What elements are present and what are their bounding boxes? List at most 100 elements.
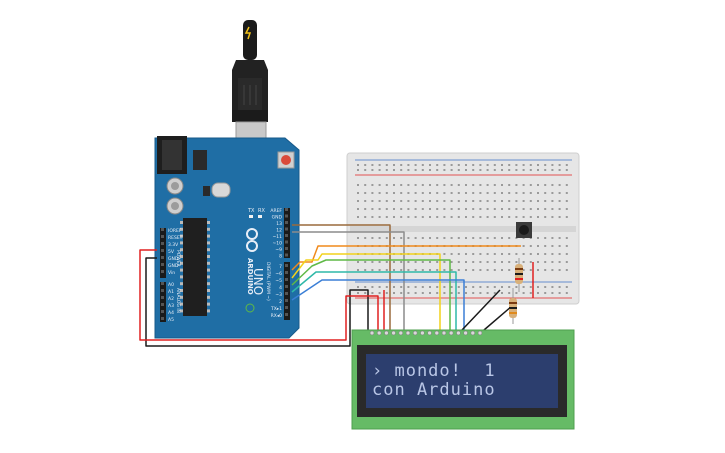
analog-label-1: A1 bbox=[168, 289, 174, 295]
digital-bottom-label-1: ~6 bbox=[275, 271, 282, 277]
power-label-5: GND bbox=[168, 263, 179, 269]
power-pin-2[interactable] bbox=[161, 242, 164, 245]
breadboard[interactable] bbox=[346, 152, 580, 305]
digital-bottom-label-6: TX▸1 bbox=[270, 306, 282, 312]
reset-button-cap[interactable] bbox=[281, 155, 291, 165]
rx-led bbox=[258, 215, 262, 218]
analog-label-3: A3 bbox=[168, 303, 174, 309]
breadboard-holes bbox=[357, 164, 568, 294]
digital-top-pin-0[interactable] bbox=[285, 208, 288, 211]
digital-top-label-7: 8 bbox=[279, 254, 282, 260]
arduino-model-label: UNO bbox=[251, 268, 265, 295]
digital-bottom-label-4: ~3 bbox=[275, 292, 282, 298]
digital-top-pin-7[interactable] bbox=[285, 253, 288, 257]
digital-bottom-pin-2[interactable] bbox=[285, 278, 288, 281]
lcd-line-1: › mondo! 1 bbox=[372, 361, 496, 381]
analog-label-2: A2 bbox=[168, 296, 174, 302]
digital-top-label-3: 12 bbox=[276, 228, 282, 234]
analog-label-4: A4 bbox=[168, 310, 174, 316]
digital-top-label-0: AREF bbox=[270, 208, 282, 214]
analog-pin-0[interactable] bbox=[161, 282, 164, 285]
power-pin-0[interactable] bbox=[161, 228, 164, 231]
on-led-icon bbox=[245, 303, 255, 313]
digital-top-pin-2[interactable] bbox=[285, 221, 288, 224]
breadboard-center-channel bbox=[350, 226, 576, 232]
digital-top-label-2: 13 bbox=[276, 221, 282, 227]
power-header bbox=[160, 228, 166, 278]
wire-black-gnd[interactable] bbox=[145, 257, 369, 347]
analog-pin-5[interactable] bbox=[161, 317, 164, 320]
usb-symbol-icon bbox=[244, 26, 252, 40]
digital-header-bottom bbox=[284, 262, 290, 320]
digital-bottom-label-3: 4 bbox=[279, 285, 282, 291]
arduino-uno-board[interactable]: ARDUINO UNO TX RX IOREFRESET3.3V5VGNDGND… bbox=[154, 136, 300, 339]
crystal-oscillator bbox=[211, 182, 231, 198]
digital-bottom-pin-7[interactable] bbox=[285, 313, 288, 316]
analog-pin-4[interactable] bbox=[161, 310, 164, 313]
digital-bottom-pin-0[interactable] bbox=[285, 264, 288, 267]
wire-orange[interactable] bbox=[291, 245, 521, 271]
wire-green[interactable] bbox=[291, 259, 451, 330]
digital-bottom-label-7: RX◂0 bbox=[271, 313, 282, 319]
digital-header-title: DIGITAL (PWM ~) bbox=[265, 262, 271, 301]
wire-red-5v[interactable] bbox=[139, 249, 379, 341]
digital-top-pin-6[interactable] bbox=[285, 247, 288, 250]
digital-top-label-4: ~11 bbox=[273, 234, 283, 240]
voltage-regulator bbox=[193, 150, 207, 170]
power-pin-6[interactable] bbox=[161, 270, 164, 273]
lcd-pin-header bbox=[369, 330, 483, 336]
wire-gray[interactable] bbox=[292, 231, 405, 330]
pushbutton[interactable] bbox=[516, 222, 532, 238]
digital-bottom-pin-5[interactable] bbox=[285, 299, 288, 302]
wire-teal[interactable] bbox=[291, 271, 457, 330]
analog-header-title: ANALOG IN bbox=[175, 288, 181, 313]
digital-top-label-1: GND bbox=[272, 215, 283, 221]
tx-led-label: TX bbox=[247, 208, 255, 214]
power-label-0: IOREF bbox=[168, 228, 182, 234]
power-label-6: Vin bbox=[168, 270, 175, 276]
resistor-1[interactable] bbox=[515, 258, 523, 292]
analog-pin-1[interactable] bbox=[161, 289, 164, 292]
digital-top-pin-4[interactable] bbox=[285, 234, 288, 237]
wire-black-button[interactable] bbox=[461, 289, 501, 331]
lcd-line-2: con Arduino bbox=[372, 380, 496, 400]
power-label-2: 3.3V bbox=[168, 242, 179, 248]
power-label-4: GND bbox=[168, 256, 179, 262]
analog-header bbox=[160, 282, 166, 322]
power-pin-1[interactable] bbox=[161, 235, 164, 238]
digital-header-top bbox=[284, 208, 290, 258]
lcd-module[interactable] bbox=[351, 329, 575, 430]
tx-led bbox=[249, 215, 253, 218]
wires bbox=[139, 224, 534, 347]
power-pin-4[interactable] bbox=[161, 256, 164, 259]
resistor-2[interactable] bbox=[509, 288, 517, 324]
power-pin-5[interactable] bbox=[161, 263, 164, 266]
analog-pin-3[interactable] bbox=[161, 303, 164, 306]
wire-black-resistor[interactable] bbox=[483, 305, 513, 331]
arduino-brand-label: ARDUINO bbox=[246, 258, 254, 295]
digital-bottom-pin-4[interactable] bbox=[285, 292, 288, 295]
wire-yellow[interactable] bbox=[291, 253, 441, 330]
digital-top-pin-5[interactable] bbox=[285, 240, 288, 244]
rx-led-label: RX bbox=[258, 208, 265, 214]
digital-bottom-pin-6[interactable] bbox=[285, 306, 288, 309]
power-label-1: RESET bbox=[168, 235, 183, 241]
digital-top-pin-3[interactable] bbox=[285, 227, 288, 231]
digital-bottom-pin-1[interactable] bbox=[285, 271, 288, 274]
digital-bottom-pin-3[interactable] bbox=[285, 285, 288, 288]
digital-bottom-label-0: 7 bbox=[279, 264, 282, 270]
power-header-title: POWER bbox=[175, 250, 181, 267]
digital-top-label-5: ~10 bbox=[273, 241, 283, 247]
digital-bottom-label-2: ~5 bbox=[275, 278, 282, 284]
power-pin-3[interactable] bbox=[161, 249, 164, 252]
wire-blue[interactable] bbox=[291, 279, 465, 330]
wire-brown[interactable] bbox=[292, 224, 391, 330]
arduino-logo-icon bbox=[246, 228, 258, 252]
digital-top-label-6: ~9 bbox=[275, 247, 282, 253]
power-label-3: 5V bbox=[168, 249, 175, 255]
lcd-screen bbox=[366, 354, 558, 408]
atmega-chip bbox=[183, 218, 207, 316]
digital-top-pin-1[interactable] bbox=[285, 214, 288, 218]
analog-pin-2[interactable] bbox=[161, 296, 164, 299]
